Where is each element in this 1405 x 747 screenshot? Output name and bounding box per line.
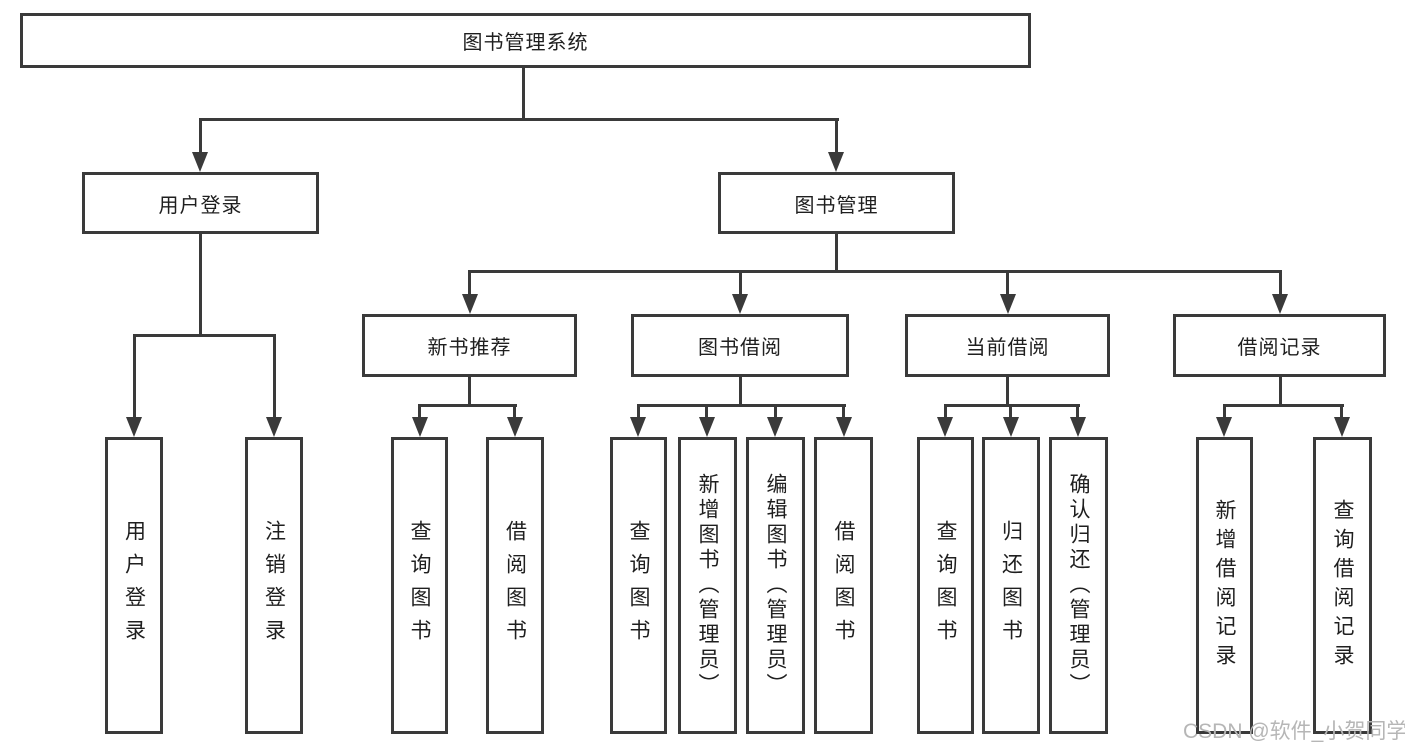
connector-user-login-drop-1 <box>133 336 136 418</box>
connector-root-stem <box>522 68 525 120</box>
connector-records-drop-1 <box>1223 406 1226 418</box>
connector-user-login-drop-2 <box>273 336 276 418</box>
connector-borrowing-drop-2 <box>705 406 708 418</box>
arrowhead-to-borrowing-edit <box>767 417 783 437</box>
node-root: 图书管理系统 <box>20 13 1031 68</box>
connector-book-mgmt-drop-3 <box>1006 272 1009 295</box>
node-book-borrowing-label: 图书借阅 <box>698 337 782 359</box>
leaf-records-add-record: 新增借阅记录 <box>1196 437 1253 734</box>
connector-current-drop-1 <box>944 406 947 418</box>
arrowhead-to-borrow-records <box>1272 294 1288 314</box>
connector-user-login-stem <box>199 234 202 336</box>
arrowhead-to-new-book-recommend <box>462 294 478 314</box>
leaf-current-query-books: 查询图书 <box>917 437 974 734</box>
node-borrow-records: 借阅记录 <box>1173 314 1386 377</box>
connector-current-stem <box>1006 377 1009 406</box>
leaf-recommend-borrow-books: 借阅图书 <box>486 437 544 734</box>
leaf-current-return-books-label: 归还图书 <box>999 519 1023 652</box>
leaf-borrowing-add-books-admin: 新增图书（管理员） <box>678 437 737 734</box>
arrowhead-to-book-borrowing <box>732 294 748 314</box>
leaf-borrowing-query-books: 查询图书 <box>610 437 667 734</box>
connector-user-login-rail <box>133 334 276 337</box>
connector-book-mgmt-rail <box>468 270 1282 273</box>
arrowhead-to-book-management <box>828 152 844 172</box>
connector-book-mgmt-drop-4 <box>1279 272 1282 295</box>
arrowhead-to-borrowing-borrow <box>836 417 852 437</box>
node-current-borrowing-label: 当前借阅 <box>965 337 1050 359</box>
leaf-current-confirm-return-admin-label: 确认归还（管理员） <box>1067 473 1090 698</box>
arrowhead-to-records-query <box>1334 417 1350 437</box>
leaf-records-query-record: 查询借阅记录 <box>1313 437 1372 734</box>
node-new-book-recommend-label: 新书推荐 <box>427 337 512 359</box>
connector-borrowing-drop-3 <box>774 406 777 418</box>
arrowhead-to-recommend-borrow <box>507 417 523 437</box>
connector-records-stem <box>1279 377 1282 406</box>
connector-borrowing-rail <box>637 404 846 407</box>
leaf-logout-label: 注销登录 <box>262 519 286 652</box>
connector-borrowing-drop-4 <box>842 406 845 418</box>
connector-borrowing-stem <box>739 377 742 406</box>
connector-recommend-rail <box>418 404 517 407</box>
connector-recommend-drop-1 <box>418 406 421 418</box>
leaf-borrowing-add-books-admin-label: 新增图书（管理员） <box>696 473 719 698</box>
leaf-current-confirm-return-admin: 确认归还（管理员） <box>1049 437 1108 734</box>
leaf-borrowing-edit-books-admin-label: 编辑图书（管理员） <box>764 473 787 698</box>
leaf-current-return-books: 归还图书 <box>982 437 1040 734</box>
arrowhead-to-borrowing-add <box>699 417 715 437</box>
leaf-logout: 注销登录 <box>245 437 303 734</box>
arrowhead-to-current-confirm <box>1070 417 1086 437</box>
arrowhead-to-current-return <box>1003 417 1019 437</box>
leaf-records-add-record-label: 新增借阅记录 <box>1213 498 1236 673</box>
connector-book-mgmt-drop-1 <box>468 272 471 295</box>
arrowhead-to-leaf-logout <box>266 417 282 437</box>
node-root-label: 图书管理系统 <box>462 32 589 54</box>
leaf-records-query-record-label: 查询借阅记录 <box>1331 498 1354 673</box>
node-current-borrowing: 当前借阅 <box>905 314 1110 377</box>
connector-records-drop-2 <box>1340 406 1343 418</box>
node-new-book-recommend: 新书推荐 <box>362 314 577 377</box>
leaf-recommend-borrow-books-label: 借阅图书 <box>503 519 527 652</box>
arrowhead-to-recommend-query <box>412 417 428 437</box>
node-borrow-records-label: 借阅记录 <box>1237 337 1322 359</box>
leaf-recommend-query-books: 查询图书 <box>391 437 448 734</box>
arrowhead-to-borrowing-query <box>630 417 646 437</box>
node-book-management: 图书管理 <box>718 172 955 234</box>
leaf-current-query-books-label: 查询图书 <box>934 519 957 652</box>
connector-root-drop-right <box>835 120 838 153</box>
arrowhead-to-current-borrowing <box>1000 294 1016 314</box>
node-book-borrowing: 图书借阅 <box>631 314 849 377</box>
leaf-borrowing-borrow-books: 借阅图书 <box>814 437 873 734</box>
arrowhead-to-records-add <box>1216 417 1232 437</box>
connector-current-drop-2 <box>1009 406 1012 418</box>
leaf-borrowing-borrow-books-label: 借阅图书 <box>832 519 855 652</box>
arrowhead-to-user-login <box>192 152 208 172</box>
connector-current-rail <box>944 404 1080 407</box>
node-user-login: 用户登录 <box>82 172 319 234</box>
node-user-login-label: 用户登录 <box>158 194 243 217</box>
connector-recommend-drop-2 <box>513 406 516 418</box>
leaf-borrowing-edit-books-admin: 编辑图书（管理员） <box>746 437 805 734</box>
connector-borrowing-drop-1 <box>637 406 640 418</box>
connector-book-mgmt-drop-2 <box>739 272 742 295</box>
leaf-user-login-label: 用户登录 <box>122 519 146 652</box>
connector-book-mgmt-stem <box>835 234 838 272</box>
connector-records-rail <box>1223 404 1344 407</box>
connector-root-drop-left <box>199 120 202 153</box>
connector-root-rail <box>199 118 839 121</box>
node-book-management-label: 图书管理 <box>794 194 879 217</box>
connector-recommend-stem <box>468 377 471 406</box>
csdn-watermark: CSDN @软件_小贺同学 <box>1183 720 1405 743</box>
arrowhead-to-leaf-user-login <box>126 417 142 437</box>
connector-current-drop-3 <box>1076 406 1079 418</box>
leaf-recommend-query-books-label: 查询图书 <box>408 519 431 652</box>
leaf-user-login: 用户登录 <box>105 437 163 734</box>
leaf-borrowing-query-books-label: 查询图书 <box>627 519 650 652</box>
arrowhead-to-current-query <box>937 417 953 437</box>
